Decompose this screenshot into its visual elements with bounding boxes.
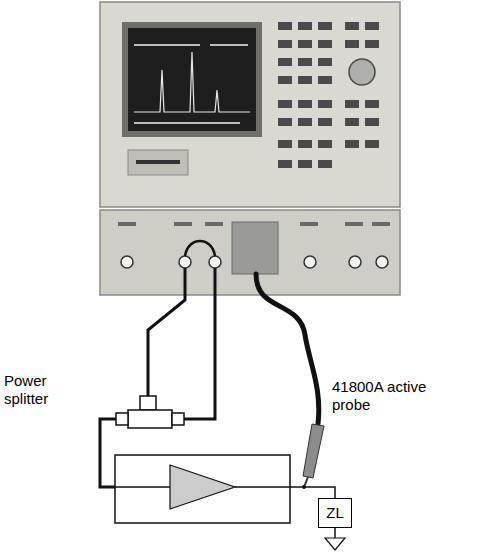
component-label: Power splitter: [4, 372, 82, 408]
tuning-knob: [349, 59, 375, 85]
power-splitter: [116, 396, 184, 428]
test-set-unit: [100, 210, 400, 295]
amplifier-symbol: [170, 465, 235, 509]
load-impedance-box: ZL: [318, 498, 352, 528]
disk-slot: [136, 160, 180, 164]
jumper-cable: [185, 241, 215, 256]
analyzer-body: [100, 2, 400, 207]
screen-bezel: [122, 22, 262, 137]
keypad: [278, 22, 379, 168]
probe-power-box: [232, 222, 278, 274]
ground-symbol: [325, 538, 345, 550]
ground-wire: [334, 528, 336, 538]
impedance-label: ZL: [326, 504, 344, 522]
spectrum-trace: [134, 52, 250, 112]
probe-cable: [256, 274, 319, 424]
coax-cables: [100, 268, 215, 487]
amplifier-box: [115, 455, 290, 523]
disk-drive: [128, 150, 188, 175]
screen-annotation: [134, 45, 248, 123]
analyzer-screen: [128, 28, 256, 131]
probe-label: 41800A active probe: [332, 378, 442, 414]
output-wire: [290, 487, 335, 498]
probe-contact: [302, 485, 306, 489]
active-probe: [303, 424, 324, 478]
